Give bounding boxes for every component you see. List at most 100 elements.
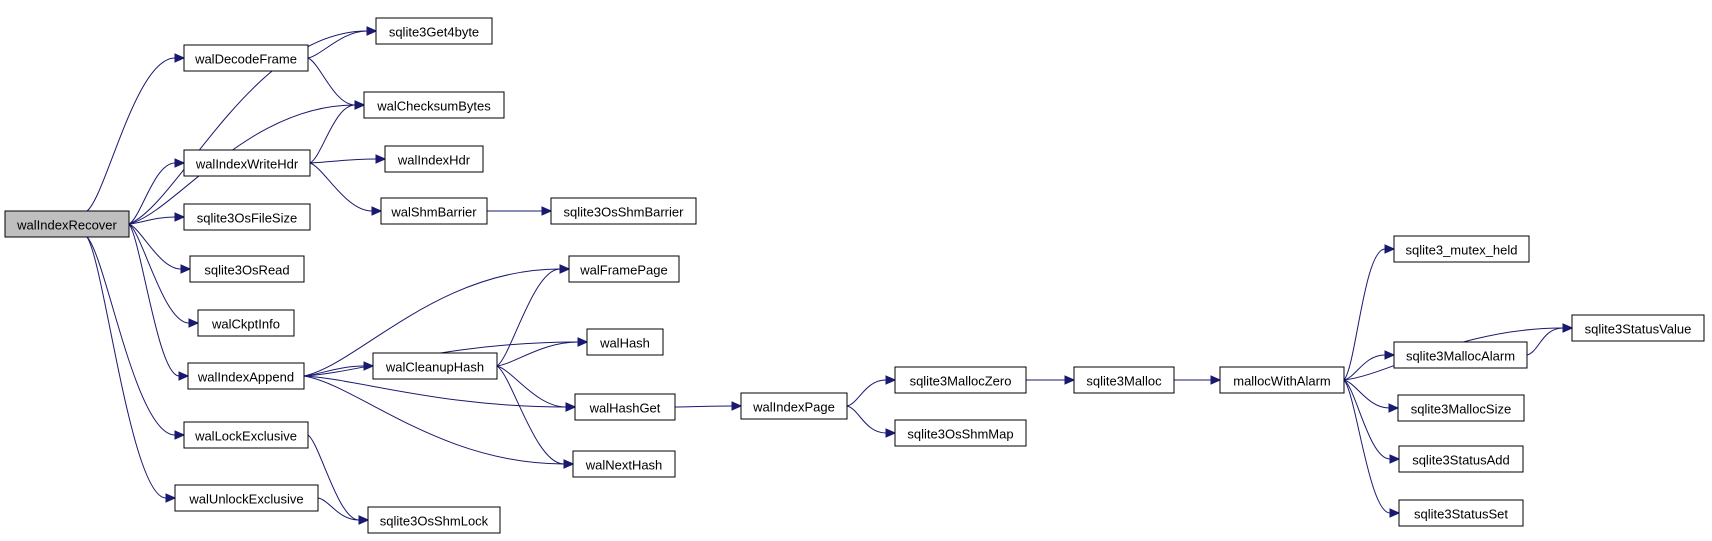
node-wal-decode-frame[interactable]: walDecodeFrame: [183, 44, 309, 72]
edge-wal-index-recover-to-wal-decode-frame: [86, 53, 186, 212]
node-sqlite3-os-read[interactable]: sqlite3OsRead: [189, 255, 305, 283]
edge-wal-hash-get-to-wal-index-page: [674, 401, 743, 411]
node-wal-checksum-bytes[interactable]: walChecksumBytes: [363, 91, 505, 119]
node-label: sqlite3MallocSize: [1411, 402, 1511, 417]
node-wal-shm-barrier[interactable]: walShmBarrier: [380, 197, 488, 225]
node-label: sqlite3OsShmBarrier: [564, 205, 685, 220]
node-sqlite3-status-add[interactable]: sqlite3StatusAdd: [1398, 445, 1524, 473]
node-box: [1393, 235, 1530, 263]
node-box: [572, 450, 676, 478]
edge-sqlite3-malloc-zero-to-sqlite3-malloc: [1025, 375, 1076, 385]
node-box: [183, 203, 311, 231]
node-label: sqlite3Get4byte: [389, 25, 479, 40]
edge-wal-cleanup-hash-to-wal-frame-page: [496, 264, 571, 367]
node-wal-index-page[interactable]: walIndexPage: [740, 392, 848, 420]
node-box: [1398, 445, 1524, 473]
edge-malloc-with-alarm-to-sqlite3-status-add: [1343, 379, 1401, 464]
edge-layer: [86, 26, 1574, 525]
edge-wal-index-page-to-sqlite3-malloc-zero: [846, 375, 897, 407]
node-box: [1073, 366, 1175, 394]
node-sqlite3-malloc[interactable]: sqlite3Malloc: [1073, 366, 1175, 394]
edge-wal-index-recover-to-sqlite3-os-read: [128, 223, 192, 274]
node-label: walIndexWriteHdr: [195, 157, 299, 172]
node-wal-index-append[interactable]: walIndexAppend: [187, 362, 305, 390]
node-label: walLockExclusive: [194, 429, 297, 444]
node-box: [894, 419, 1027, 447]
node-box: [1398, 499, 1524, 527]
edge-wal-cleanup-hash-to-wal-hash: [496, 337, 589, 367]
node-sqlite3-status-value[interactable]: sqlite3StatusValue: [1571, 314, 1705, 342]
node-label: sqlite3StatusSet: [1414, 507, 1508, 522]
node-label: walIndexHdr: [397, 153, 471, 168]
node-label: walDecodeFrame: [194, 52, 297, 67]
node-label: walIndexRecover: [16, 218, 117, 233]
node-wal-index-recover[interactable]: walIndexRecover: [4, 210, 130, 238]
node-label: walCleanupHash: [385, 360, 484, 375]
node-label: sqlite3OsShmLock: [380, 514, 489, 529]
node-box: [1393, 341, 1528, 369]
node-sqlite3-os-shm-map[interactable]: sqlite3OsShmMap: [894, 419, 1027, 447]
edge-wal-index-write-hdr-to-wal-shm-barrier: [309, 162, 383, 216]
node-sqlite3-malloc-size[interactable]: sqlite3MallocSize: [1397, 394, 1525, 422]
node-wal-unlock-exclusive[interactable]: walUnlockExclusive: [174, 484, 319, 512]
node-label: sqlite3StatusAdd: [1412, 453, 1510, 468]
node-wal-cleanup-hash[interactable]: walCleanupHash: [372, 352, 498, 380]
node-label: sqlite3MallocZero: [910, 374, 1012, 389]
edge-wal-index-page-to-sqlite3-os-shm-map: [846, 405, 897, 438]
node-box: [189, 255, 305, 283]
node-label: sqlite3MallocAlarm: [1406, 349, 1515, 364]
node-malloc-with-alarm[interactable]: mallocWithAlarm: [1219, 366, 1345, 394]
node-label: walUnlockExclusive: [188, 492, 303, 507]
edge-wal-index-append-to-wal-hash-get: [303, 375, 577, 412]
edge-wal-index-recover-to-wal-lock-exclusive: [86, 236, 186, 440]
node-wal-frame-page[interactable]: walFramePage: [568, 255, 680, 283]
node-sqlite3-status-set[interactable]: sqlite3StatusSet: [1398, 499, 1524, 527]
edge-malloc-with-alarm-to-sqlite3-malloc-size: [1343, 379, 1400, 413]
edge-wal-index-write-hdr-to-wal-index-hdr: [309, 154, 387, 164]
node-box: [367, 506, 501, 534]
edge-wal-unlock-exclusive-to-sqlite3-os-shm-lock: [317, 497, 370, 525]
node-label: mallocWithAlarm: [1233, 374, 1331, 389]
node-wal-hash-get[interactable]: walHashGet: [574, 393, 676, 421]
node-wal-hash[interactable]: walHash: [586, 328, 664, 356]
node-wal-lock-exclusive[interactable]: walLockExclusive: [183, 421, 309, 449]
node-box: [586, 328, 664, 356]
node-box: [550, 197, 697, 225]
node-wal-next-hash[interactable]: walNextHash: [572, 450, 676, 478]
node-sqlite3-get4byte[interactable]: sqlite3Get4byte: [375, 17, 493, 45]
edge-wal-index-append-to-wal-cleanup-hash: [303, 361, 375, 377]
node-box: [187, 362, 305, 390]
node-wal-index-write-hdr[interactable]: walIndexWriteHdr: [183, 149, 311, 177]
node-box: [1571, 314, 1705, 342]
node-box: [4, 210, 130, 238]
node-wal-index-hdr[interactable]: walIndexHdr: [384, 145, 484, 173]
node-label: sqlite3OsFileSize: [197, 211, 297, 226]
node-box: [372, 352, 498, 380]
edge-wal-index-recover-to-sqlite3-os-file-size: [128, 212, 186, 225]
edge-wal-index-recover-to-wal-ckpt-info: [128, 223, 200, 328]
node-sqlite3-malloc-alarm[interactable]: sqlite3MallocAlarm: [1393, 341, 1528, 369]
node-label: walFramePage: [579, 263, 667, 278]
node-box: [363, 91, 505, 119]
edge-wal-decode-frame-to-sqlite3-get4byte: [307, 26, 378, 59]
edge-wal-index-recover-to-wal-index-write-hdr: [128, 158, 186, 225]
node-label: walIndexAppend: [197, 370, 294, 385]
edge-malloc-with-alarm-to-sqlite3-mutex-held: [1343, 244, 1396, 381]
node-label: sqlite3OsRead: [204, 263, 289, 278]
edge-wal-index-recover-to-wal-unlock-exclusive: [86, 236, 177, 503]
node-sqlite3-os-shm-lock[interactable]: sqlite3OsShmLock: [367, 506, 501, 534]
node-box: [574, 393, 676, 421]
node-label: walNextHash: [585, 458, 663, 473]
node-sqlite3-malloc-zero[interactable]: sqlite3MallocZero: [894, 366, 1027, 394]
node-box: [568, 255, 680, 283]
node-wal-ckpt-info[interactable]: walCkptInfo: [197, 309, 295, 337]
node-label: sqlite3OsShmMap: [907, 427, 1013, 442]
node-label: walHash: [599, 336, 650, 351]
edge-malloc-with-alarm-to-sqlite3-status-set: [1343, 379, 1401, 518]
node-box: [174, 484, 319, 512]
node-box: [894, 366, 1027, 394]
node-box: [183, 149, 311, 177]
node-sqlite3-os-shm-barrier[interactable]: sqlite3OsShmBarrier: [550, 197, 697, 225]
node-sqlite3-os-file-size[interactable]: sqlite3OsFileSize: [183, 203, 311, 231]
node-sqlite3-mutex-held[interactable]: sqlite3_mutex_held: [1393, 235, 1530, 263]
